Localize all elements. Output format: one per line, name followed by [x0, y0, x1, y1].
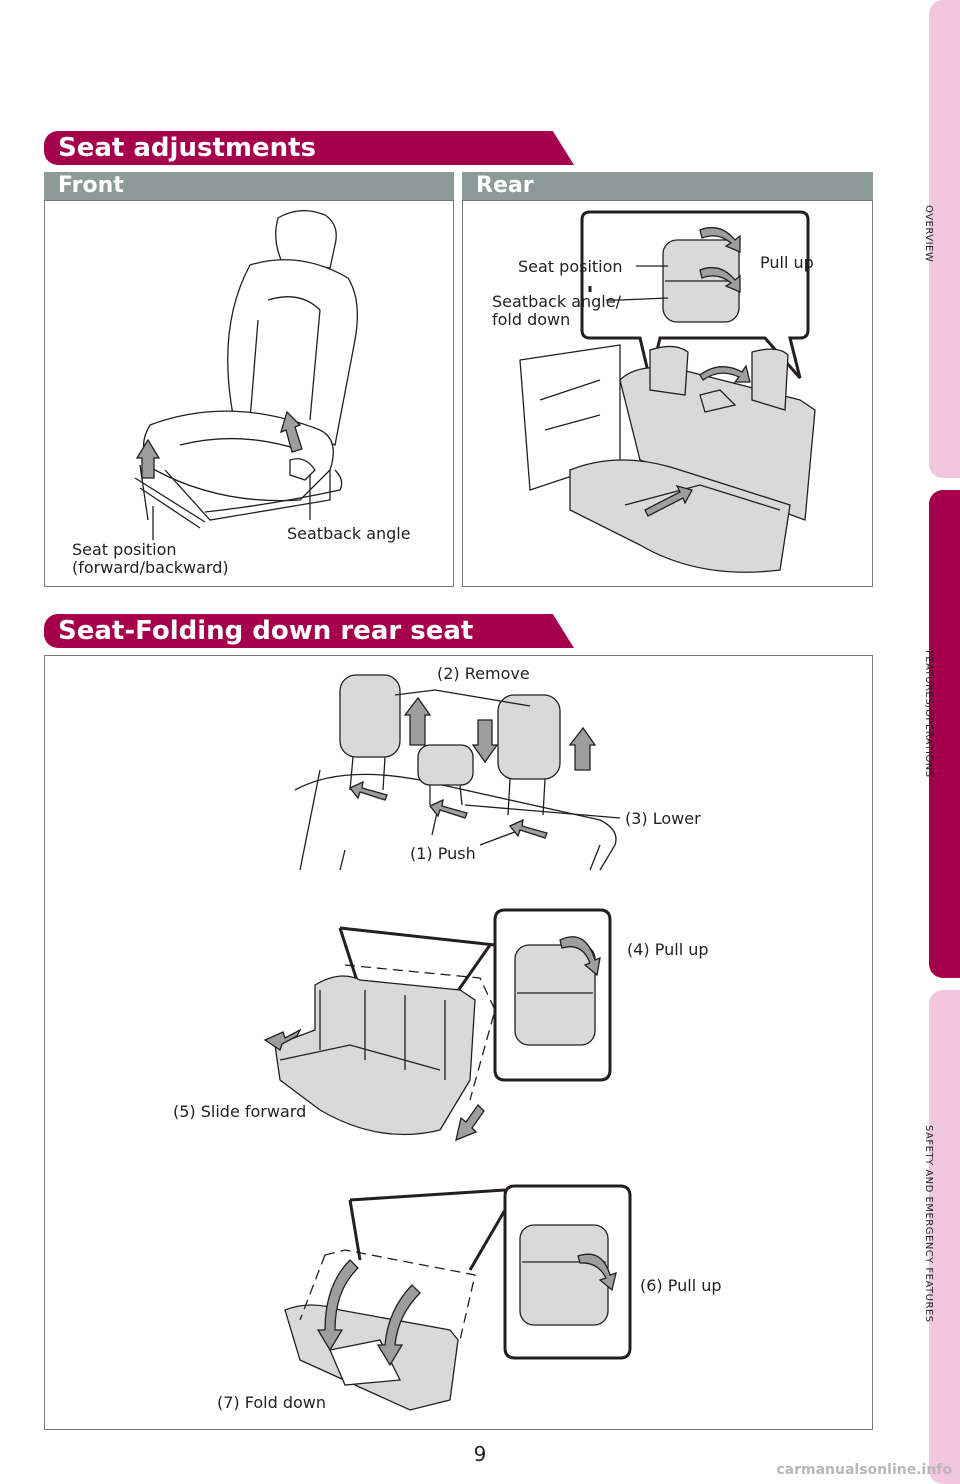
seat-adjustments-heading: Seat adjustments [44, 131, 574, 165]
step-remove-label: (2) Remove [437, 664, 530, 683]
step-lower-label: (3) Lower [625, 809, 701, 828]
tab-overview[interactable] [929, 0, 960, 478]
front-seat-illustration [134, 210, 358, 529]
headrest-arrows [348, 696, 597, 839]
tab-features-label: FEATURES/OPERATIONS [923, 650, 934, 778]
tab-safety-label: SAFETY AND EMERGENCY FEATURES [923, 1125, 934, 1323]
front-seat-position-label: Seat position [72, 540, 177, 559]
front-seatback-angle-label: Seatback angle [287, 524, 411, 543]
tab-safety-emergency[interactable] [929, 990, 960, 1484]
rear-seatback-label: Seatback angle/ [492, 292, 621, 311]
slide-forward-illustration [274, 908, 612, 1136]
seat-folding-heading: Seat-Folding down rear seat [44, 614, 574, 648]
rear-arrows [644, 226, 751, 517]
front-arrows [135, 410, 303, 479]
rear-pull-up-label: Pull up [760, 253, 814, 272]
step-fold-down-label: (7) Fold down [217, 1393, 327, 1412]
headrest-illustration [294, 674, 621, 871]
rear-seat-position-label: Seat position [518, 257, 623, 276]
slide-arrows [263, 936, 601, 1142]
front-seat-position-sub-label: (forward/backward) [72, 558, 229, 577]
fold-arrows [316, 1253, 617, 1367]
rear-seat-illustration [519, 210, 816, 573]
step-push-label: (1) Push [410, 844, 476, 863]
step-pull-up-6-label: (6) Pull up [640, 1276, 722, 1295]
rear-subheading: Rear [462, 172, 873, 200]
step-pull-up-4-label: (4) Pull up [627, 940, 709, 959]
tab-features-operations[interactable] [929, 490, 960, 978]
page-number: 9 [473, 1442, 487, 1466]
watermark: carmanualsonline.info [776, 1462, 952, 1478]
step-slide-forward-label: (5) Slide forward [173, 1102, 307, 1121]
tab-overview-label: OVERVIEW [923, 205, 934, 263]
rear-fold-down-label: fold down [492, 310, 571, 329]
front-subheading: Front [44, 172, 454, 200]
